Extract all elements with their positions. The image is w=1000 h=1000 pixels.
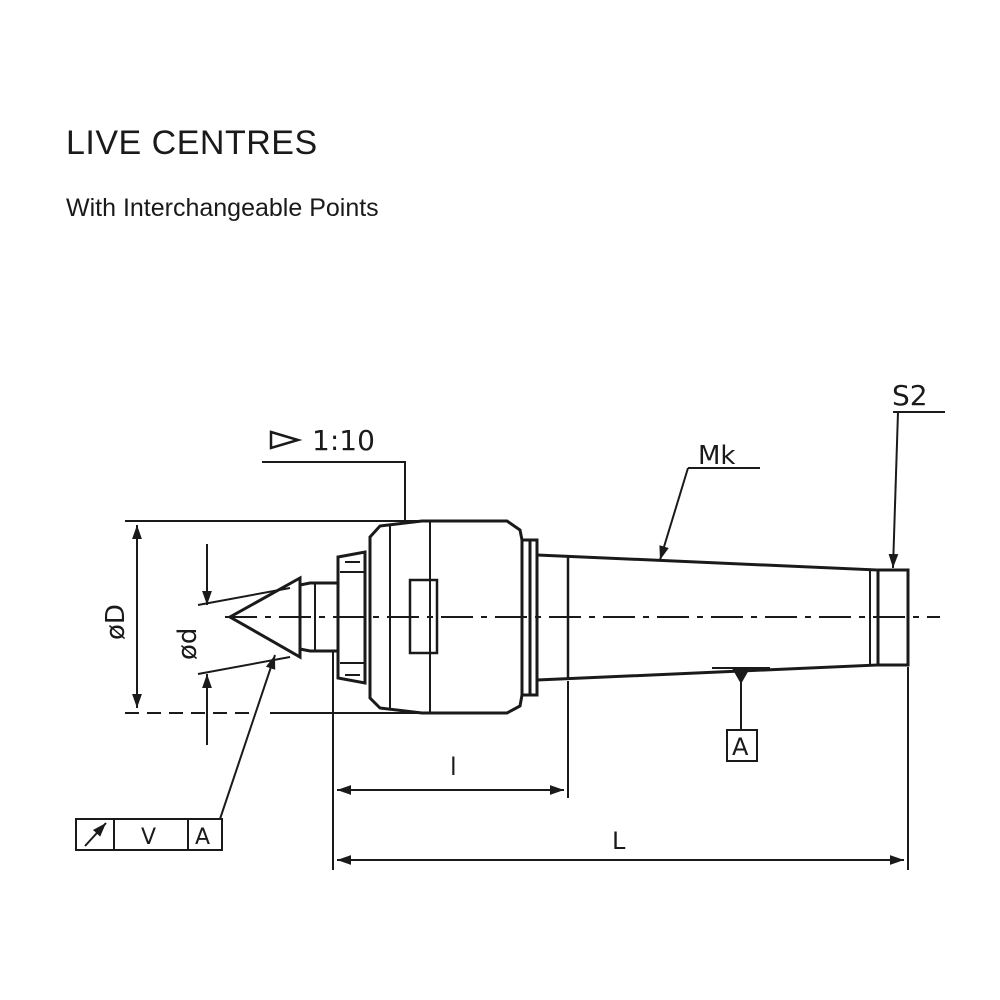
length-L-dimension xyxy=(337,667,909,870)
datum-a-symbol xyxy=(726,667,758,762)
diameter-d-label: ød xyxy=(173,628,203,660)
tolerance-a-label: A xyxy=(195,825,210,850)
mk-label: Mk xyxy=(698,441,736,471)
datum-a-label: A xyxy=(732,733,749,761)
s2-label: S2 xyxy=(892,379,928,412)
taper-label: 1:10 xyxy=(312,424,375,457)
tolerance-v-label: V xyxy=(141,825,156,850)
tolerance-frame xyxy=(75,654,276,851)
s2-leader xyxy=(888,411,945,569)
mk-leader xyxy=(659,467,760,561)
diameter-D-dimension xyxy=(125,520,420,714)
length-l-label: l xyxy=(450,753,457,781)
diameter-D-label: øD xyxy=(101,604,131,640)
length-l-dimension xyxy=(332,651,569,870)
taper-leader xyxy=(262,430,406,523)
length-L-label: L xyxy=(612,827,626,855)
page-subtitle: With Interchangeable Points xyxy=(66,194,379,222)
page-title: LIVE CENTRES xyxy=(66,124,318,162)
